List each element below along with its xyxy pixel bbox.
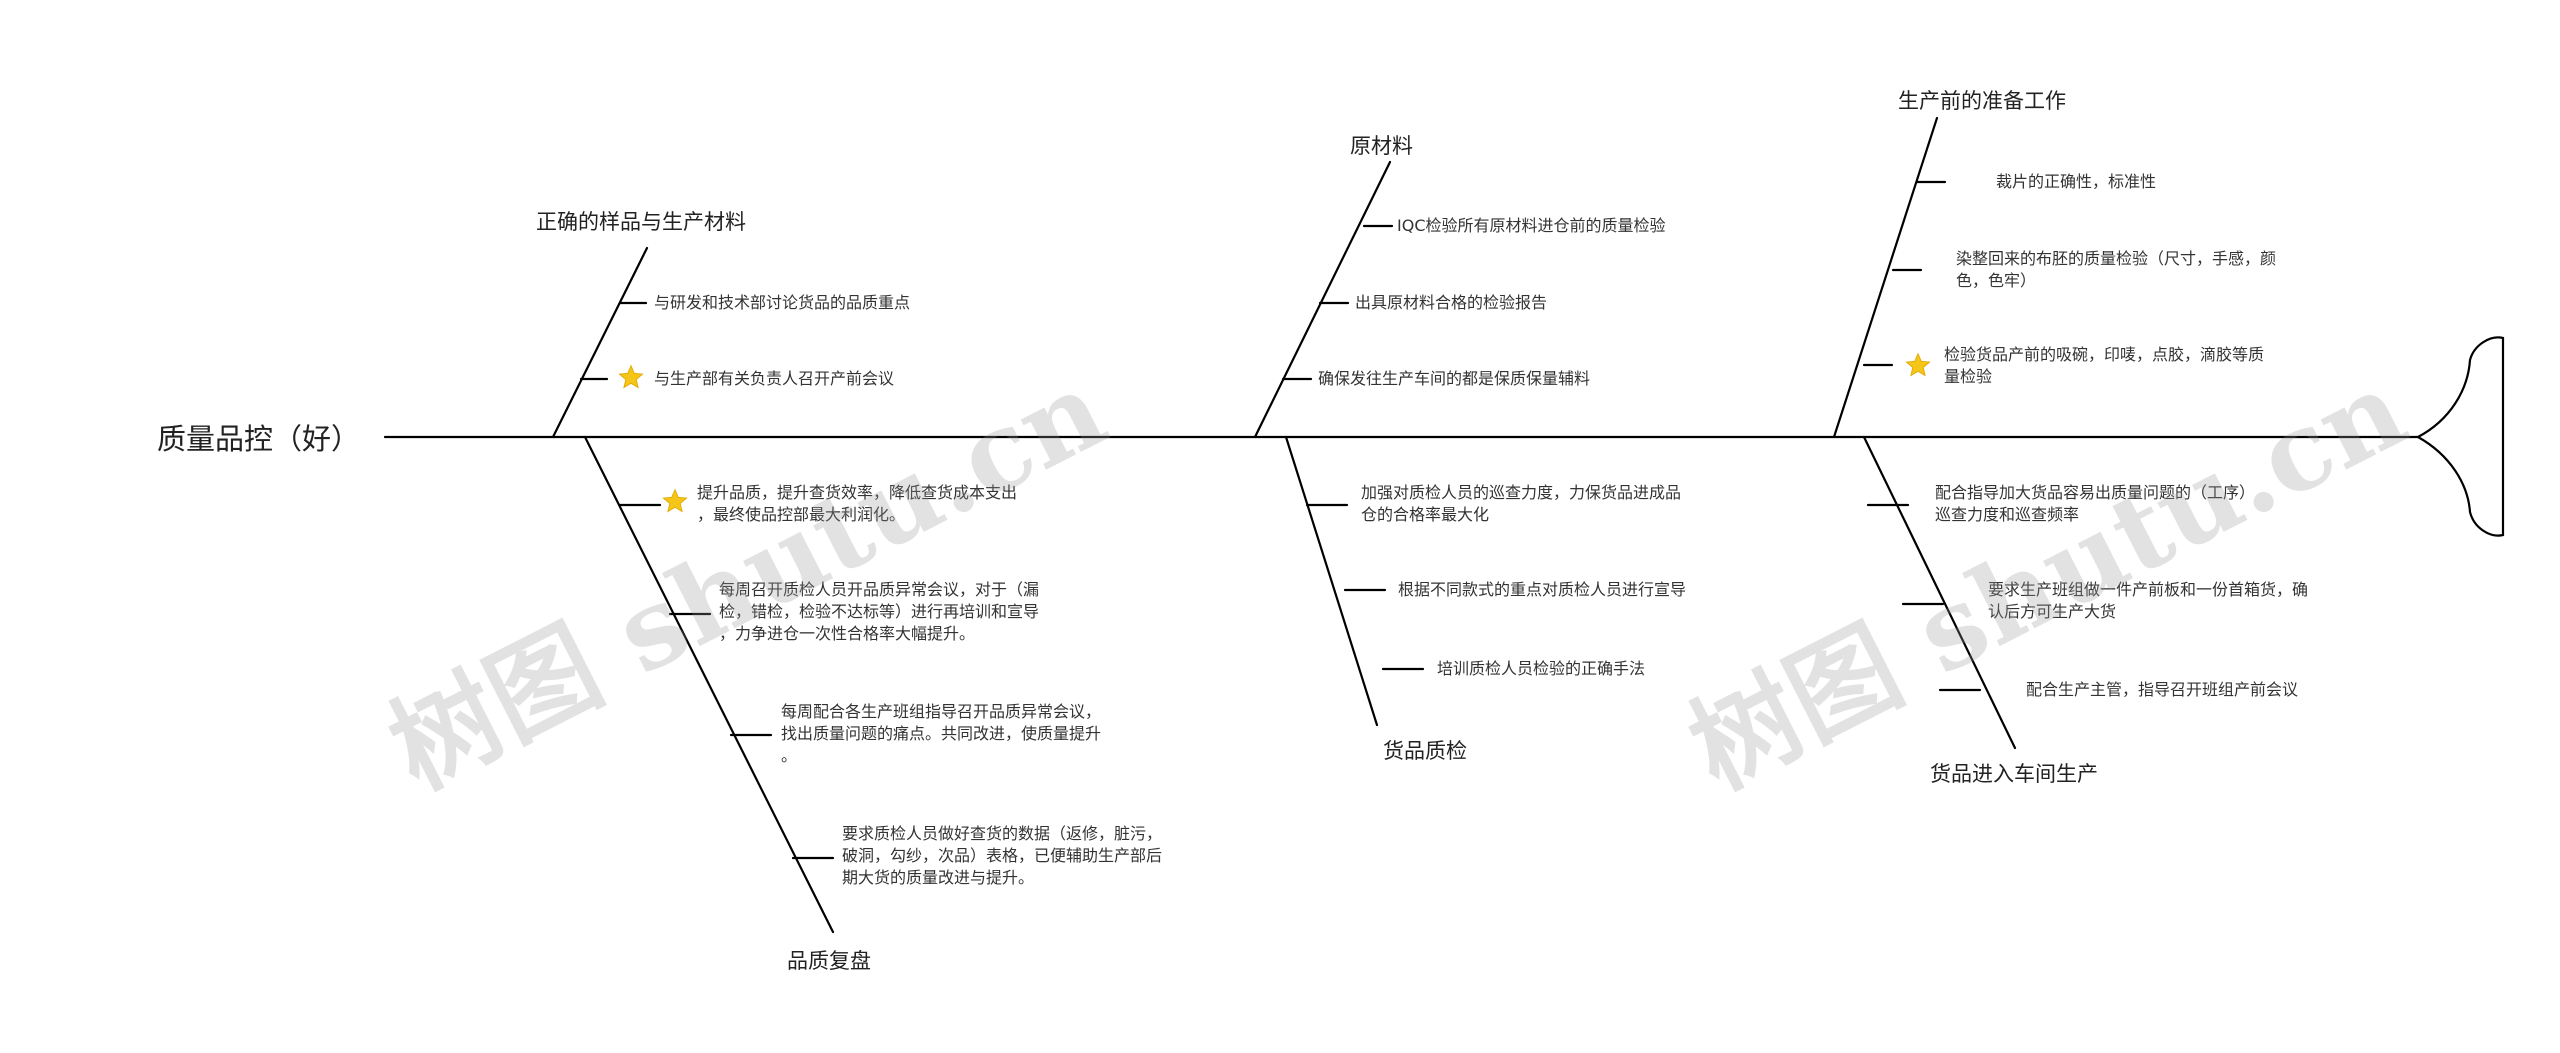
leaf-item: 提升品质，提升查货效率，降低查货成本支出 ，最终使品控部最大利润化。 <box>697 483 1018 524</box>
branch-line-6 <box>1862 435 2017 750</box>
leaf-item: 要求生产班组做一件产前板和一份首箱货，确 认后方可生产大货 <box>1988 580 2309 621</box>
branch-label-workshop-production: 货品进入车间生产 <box>1930 762 2098 786</box>
leaf-item: 培训质检人员检验的正确手法 <box>1437 659 1646 678</box>
leaf-item: 裁片的正确性，标准性 <box>1996 172 2157 191</box>
branch-line-5 <box>1832 116 1939 439</box>
leaf-item: 确保发往生产车间的都是保质保量辅料 <box>1318 369 1591 388</box>
fish-tail-shape <box>2416 336 2505 537</box>
leaf-item: 检验货品产前的吸碗，印唛，点胶，滴胶等质 量检验 <box>1944 345 2265 386</box>
branch-line-3 <box>1253 160 1392 439</box>
leaf-item: IQC检验所有原材料进仓前的质量检验 <box>1397 216 1666 235</box>
star-icon <box>1905 352 1931 377</box>
leaf-item: 染整回来的布胚的质量检验（尺寸，手感，颜 色，色牢） <box>1956 249 2277 290</box>
branch-line-1 <box>551 246 649 439</box>
star-icon <box>662 488 688 513</box>
diagram-title: 质量品控（好） <box>157 422 361 456</box>
leaf-item: 配合指导加大货品容易出质量问题的（工序） 巡查力度和巡查频率 <box>1935 483 2256 524</box>
branch-label-raw-materials: 原材料 <box>1350 134 1413 158</box>
branch-label-pre-production: 生产前的准备工作 <box>1898 89 2066 113</box>
branch-label-sample-materials: 正确的样品与生产材料 <box>536 210 746 234</box>
branch-line-2 <box>583 435 835 934</box>
branch-line-4 <box>1284 435 1379 727</box>
leaf-item: 每周召开质检人员开品质异常会议，对于（漏 检，错检，检验不达标等）进行再培训和宣… <box>719 580 1040 643</box>
leaf-item: 根据不同款式的重点对质检人员进行宣导 <box>1398 580 1687 599</box>
branch-label-goods-inspection: 货品质检 <box>1383 739 1467 763</box>
leaf-item: 要求质检人员做好查货的数据（返修，脏污， 破洞，勾纱，次品）表格，已便辅助生产部… <box>842 824 1163 887</box>
branch-label-quality-review: 品质复盘 <box>787 949 871 973</box>
leaf-item: 与生产部有关负责人召开产前会议 <box>654 369 895 388</box>
leaf-item: 每周配合各生产班组指导召开品质异常会议， 找出质量问题的痛点。共同改进，使质量提… <box>781 702 1102 765</box>
leaf-item: 加强对质检人员的巡查力度，力保货品进成品 仓的合格率最大化 <box>1361 483 1682 524</box>
leaf-item: 出具原材料合格的检验报告 <box>1355 293 1548 312</box>
leaf-item: 配合生产主管，指导召开班组产前会议 <box>2026 680 2299 699</box>
star-icon <box>618 364 644 389</box>
leaf-item: 与研发和技术部讨论货品的品质重点 <box>654 293 911 312</box>
